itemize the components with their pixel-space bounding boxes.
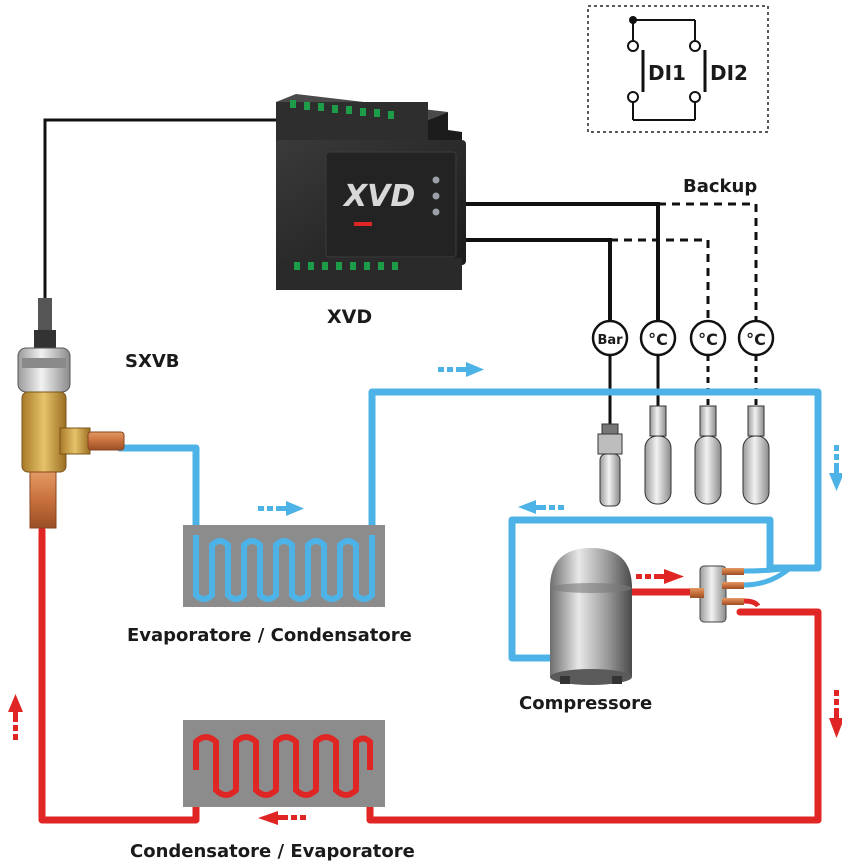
controller-caption: XVD — [327, 306, 372, 328]
digital-input-switch-icon — [587, 5, 769, 133]
compressor — [550, 548, 632, 685]
valve-caption: SXVB — [125, 351, 180, 372]
xvd-controller — [276, 94, 466, 290]
condenser-coil — [183, 720, 385, 807]
compressor-caption: Compressore — [519, 693, 652, 714]
temperature-probe-icon — [639, 319, 677, 357]
evaporator-coil — [183, 525, 385, 607]
flow-arrow-icon — [8, 362, 842, 825]
controller-wires — [43, 118, 758, 428]
probe-label: °C — [648, 330, 668, 349]
temperature-probe-icon — [689, 319, 727, 357]
di2-label: DI2 — [710, 61, 748, 85]
di1-label: DI1 — [648, 61, 686, 85]
probe-label: Bar — [597, 333, 623, 348]
probe-label: °C — [746, 330, 766, 349]
backup-label: Backup — [683, 176, 757, 197]
probe-circles — [591, 319, 775, 357]
probe-label: °C — [698, 330, 718, 349]
evaporator-caption: Evaporatore / Condensatore — [127, 625, 412, 646]
probe-sensors — [597, 405, 770, 507]
pressure-probe-icon — [591, 319, 629, 357]
sxvb-valve — [17, 298, 125, 529]
condenser-caption: Condensatore / Evaporatore — [130, 841, 415, 862]
controller-logo: XVD — [342, 179, 415, 214]
temperature-probe-icon — [737, 319, 775, 357]
four-way-valve — [690, 565, 792, 623]
